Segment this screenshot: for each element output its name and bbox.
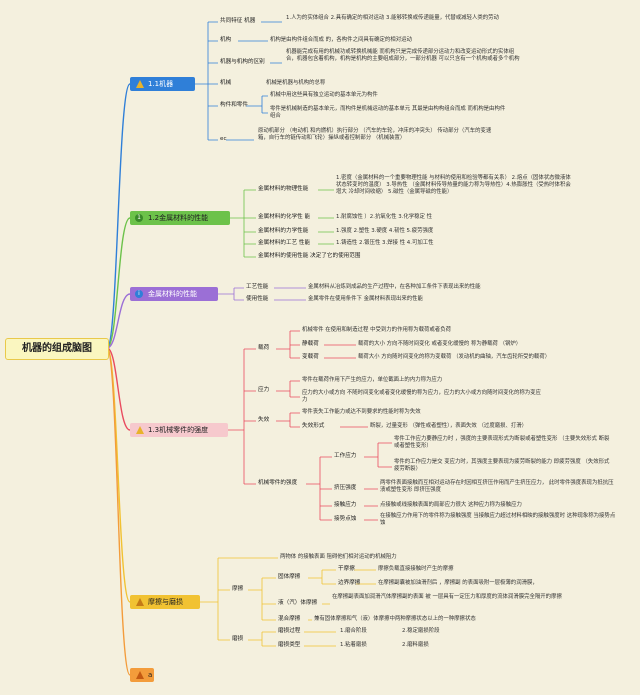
b4-work-stress-2: 零件的工作应力是交 变应力时，其强度主要表现为疲劳断裂的能力 即疲劳强度 （失效… [394,459,610,472]
b3-process-performance: 工艺性能 [246,284,269,290]
b3-use-text: 金属零件在使用条件下 金属材料表现出来的性能 [308,296,423,302]
branch-label: 1.3机械零件的强度 [148,426,209,434]
b1-difference: 机器与机构的区别 [220,59,265,65]
branch-metal-performance: 1 1.2金属材料的性能 [130,211,230,225]
warning-icon [136,426,144,434]
branch-label: 摩擦与磨损 [148,598,183,606]
b1-machinery: 机械 [220,80,232,86]
b4-stress-2: 应力的大小或方向 不随时间变化或者变化缓慢的称为应力，应力的大小或方向随时间变化… [302,390,541,403]
b4-squeeze-text: 两零件表面接触而互相对运动存在时因相互挤压作用而产生挤压应力， 此时零件强度表现… [380,480,614,493]
branch-machine: 1.1机器 [130,77,195,91]
b5-boundary-friction: 边界摩擦 [338,580,361,586]
b4-pitting-text: 在接触应力作用下的零件称为接触强度 当接触应力超过材料相映的接触强度时 这种现象… [380,513,616,526]
b5-dry-text: 摩擦负载直接接触时产生的摩擦 [378,566,454,572]
b4-static-text: 载荷的大小 方向不随时间变化 或者变化缓慢的 称为静载荷 （钢炉） [358,341,522,347]
b1-ec: ec [220,136,227,142]
b1-part-text: 零件是机械制造的基本单元，而构件是机械运动的基本单元 其最是由构构组合而成 而机… [270,106,506,119]
link-root-b2 [106,217,131,349]
branch-label: a [148,671,153,679]
b5-wear-process-2: 2.稳定磨损阶段 [402,628,440,634]
b4-contact: 接触应力 [334,502,357,508]
branch-label: 1.2金属材料的性能 [148,214,209,222]
b1-mechanism-text: 机构是由构件组合而成 的，各构件之间具有确定的相对运动 [270,37,412,43]
b2-process-text: 1.铸造性 2.锻压性 3.焊接 性 4.可加工性 [336,240,434,246]
b5-wear-types: 磨损类型 [278,642,301,648]
b1-component-text: 机械中用这些具有独立运动的基本单元为构件 [270,92,378,98]
warning-icon [136,671,144,679]
b3-process-text: 金属材料从冶炼到成品的生产过程中，在各种加工条件下表现出来的性能 [308,284,481,290]
b4-failure-forms: 失效形式 [302,423,325,429]
b5-mixed-text: 兼有固体摩擦和气（液）体摩擦中两种摩擦状态以上的一种摩擦状态 [314,616,476,622]
branch-a: a [130,668,154,682]
b2-chemical-text: 1.耐腐蚀性 ）2.抗氧化性 3.化学稳定 性 [336,214,433,220]
b5-friction: 摩擦 [232,586,244,592]
b4-static-load: 静载荷 [302,341,319,347]
b1-common-feature: 共同特征 机器 [220,18,256,24]
b5-solid-friction: 固体摩擦 [278,574,301,580]
branch-part-strength: 1.3机械零件的强度 [130,423,228,437]
b5-intro: 两物体 的接触表面 阻碍他们相对运动的机械阻力 [280,554,397,560]
b4-failure: 失效 [258,417,270,423]
b2-chemical: 金属材料的化学性 能 [258,214,311,220]
b1-common-feature-text: 1.人为的实体组合 2.具有确定的相对运动 3.能够转换或传递能量，代替或减轻人… [286,15,499,21]
branch-friction-wear: 摩擦与磨损 [130,595,200,609]
b4-work-stress: 工作应力 [334,453,357,459]
b2-physical: 金属材料的物理性能 [258,186,309,192]
branch-label: 金属材料的性能 [148,290,197,298]
b5-wear-process-1: 1.磨合阶段 [340,628,367,634]
b5-fluid-friction: 液（汽）体摩擦 [278,600,318,606]
b2-usage: 金属材料的使用性能 决定了它的使用范围 [258,253,361,259]
b5-fluid-text: 在摩擦副表面加润滑汽体摩擦副的表面 被 一层具有一定压力和厚度的流体润滑膜完全隔… [332,594,562,600]
warning-icon [136,80,144,88]
b1-mechanism: 机构 [220,37,232,43]
b1-machinery-text: 机械是机器与机构的总称 [266,80,326,86]
b2-mechanical: 金属材料的力学性能 [258,228,309,234]
b4-failure-def: 零件丧失工作能力或达不到要求的性能时称为失效 [302,409,421,415]
branch-metal-properties: i 金属材料的性能 [130,287,218,301]
b4-contact-text: 点接触或线接触表面的局部应力很大 这种应力称为接触应力 [380,502,522,508]
link-root-b4 [106,347,131,431]
b4-load: 载荷 [258,345,270,351]
b4-failure-forms-text: 断裂，过量变形 （弹性或者塑性），表面失效 （过度磨损、打滑） [370,423,528,429]
b4-work-stress-1: 零件工作应力要静应力时 ，强度的主要表现形式为断裂或者塑性变形 （主要失效形式 … [394,436,610,449]
b5-mixed-friction: 混合摩擦 [278,616,301,622]
branch-label: 1.1机器 [148,80,174,88]
b5-boundary-text: 在摩擦副囊被加油滑剂后 ，摩擦副 的表面吸附一层极薄的润滑膜， [378,580,538,586]
b3-use-performance: 使用性能 [246,296,269,302]
b4-load-def: 机械零件 在使用和制造过程 中受到力的作用称为载荷或者负荷 [302,327,451,333]
b4-pitting: 接势点蚀 [334,516,357,522]
root-node: 机器的组成脑图 [5,338,109,360]
b4-squeeze: 挤压强度 [334,485,357,491]
link-root-b1 [106,83,131,349]
b1-ec-text: 原动机部分 （电动机 和内燃机）执行部分 （汽车的车轮，冲床的冲突头） 传动部分… [258,128,492,141]
b5-wear-process: 磨损过程 [278,628,301,634]
warning-icon [136,598,144,606]
number-1-icon: 1 [135,214,143,222]
link-root-b5 [106,347,131,603]
b4-dynamic-text: 载荷大小 方向随时间变化的称为变载荷 （发动机的曲轴，汽车齿轮所受的载荷） [358,354,551,360]
b1-difference-text: 机器能完成有用的机械功或转换机械能 而机构只是完成传递部分运动力和改变运动形式的… [286,49,520,62]
link-root-b3 [106,293,131,349]
b2-process: 金属材料的工艺 性能 [258,240,311,246]
b5-wear-types-1: 1.粘着磨损 [340,642,367,648]
b2-physical-text: 1.密度（金属材料的一个重要物理性能 与材料的使用和检验等都有关系） 2.熔点（… [336,175,571,195]
b5-dry-friction: 干摩擦 [338,566,355,572]
b1-component-part: 构件和零件 [220,102,248,108]
b4-dynamic-load: 变载荷 [302,354,319,360]
info-icon: i [135,290,143,298]
b5-wear-types-2: 2.磨料磨损 [402,642,429,648]
b5-wear: 磨损 [232,636,244,642]
b4-part-strength: 机械零件的强度 [258,480,298,486]
b2-mechanical-text: 1.强度 2.塑性 3.硬度 4.韧性 5.疲劳强度 [336,228,434,234]
b4-stress: 应力 [258,387,270,393]
b4-stress-1: 零件在载荷作用下产生的应力，单位截面上的内力称为应力 [302,377,443,383]
link-root-b6 [106,347,131,676]
